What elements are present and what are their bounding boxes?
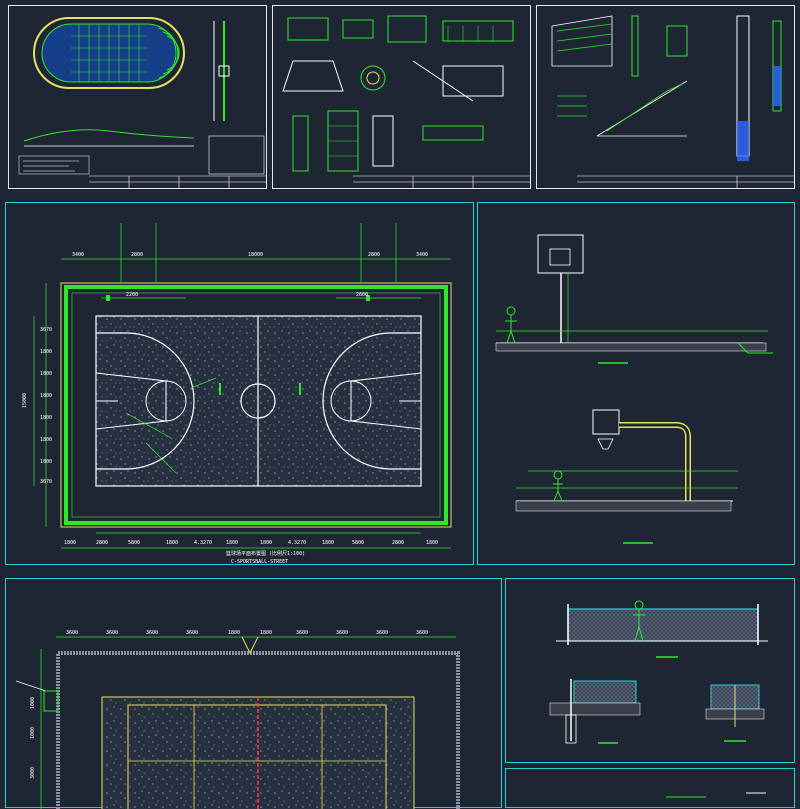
left-dim-6: 1800 bbox=[40, 437, 52, 443]
top-dim-4: 2800 bbox=[368, 252, 380, 258]
bottom-dim-11: 2800 bbox=[392, 540, 404, 546]
bottom-dim-1: 1800 bbox=[64, 540, 76, 546]
top-dim-3: 18000 bbox=[248, 252, 263, 258]
vb-top-dim-8: 3600 bbox=[336, 630, 348, 636]
bottom-dim-9: 1800 bbox=[322, 540, 334, 546]
total-width-dim: 15000 bbox=[22, 393, 28, 408]
vb-top-dim-1: 3600 bbox=[66, 630, 78, 636]
bottom-dim-3: 5800 bbox=[128, 540, 140, 546]
drawing-sheet-stand bbox=[536, 5, 795, 189]
vb-top-dim-10: 3600 bbox=[416, 630, 428, 636]
hoop-elevation-panel bbox=[477, 202, 795, 565]
volleyball-court-plan-panel: 3600 3600 3600 3600 1800 1800 3600 3600 … bbox=[5, 578, 502, 809]
bottom-dim-7: 1800 bbox=[260, 540, 272, 546]
top-dim-1: 3400 bbox=[72, 252, 84, 258]
vb-left-dim-3: 3000 bbox=[30, 767, 36, 779]
vb-top-dim-2: 3600 bbox=[106, 630, 118, 636]
drawing-sheet-details bbox=[272, 5, 531, 189]
track-field-drawing bbox=[18, 17, 267, 189]
bottom-dim-5: 4.3270 bbox=[194, 540, 212, 546]
vb-left-dim-1: 1000 bbox=[30, 697, 36, 709]
plan-caption-line2: C-SPORTSBALL-STREET bbox=[231, 559, 288, 565]
bottom-dim-4: 1800 bbox=[166, 540, 178, 546]
vb-top-dim-9: 3600 bbox=[376, 630, 388, 636]
bottom-dim-6: 1800 bbox=[226, 540, 238, 546]
vb-top-dim-7: 3600 bbox=[296, 630, 308, 636]
bottom-dim-8: 4.3270 bbox=[288, 540, 306, 546]
vb-top-dim-5: 1800 bbox=[228, 630, 240, 636]
sub-dim-1: 2200 bbox=[126, 292, 138, 298]
left-dim-7: 1800 bbox=[40, 459, 52, 465]
vb-top-dim-3: 3600 bbox=[146, 630, 158, 636]
bottom-dim-10: 5800 bbox=[352, 540, 364, 546]
bottom-dim-12: 1800 bbox=[426, 540, 438, 546]
left-dim-4: 1800 bbox=[40, 393, 52, 399]
vb-top-dim-6: 1800 bbox=[260, 630, 272, 636]
net-elevation-drawing bbox=[549, 600, 768, 744]
plan-caption-line1: 篮球场平面布置图 (比例尺1:100) bbox=[226, 550, 305, 557]
vb-top-dim-4: 3600 bbox=[186, 630, 198, 636]
left-dim-5: 1800 bbox=[40, 415, 52, 421]
left-dim-1: 3670 bbox=[40, 327, 52, 333]
vb-left-dim-2: 1000 bbox=[30, 727, 36, 739]
bottom-dim-2: 2800 bbox=[96, 540, 108, 546]
grandstand-details-drawing bbox=[551, 15, 795, 189]
left-dim-3: 1800 bbox=[40, 371, 52, 377]
net-elevation-panel bbox=[505, 578, 795, 763]
drawing-sheet-track bbox=[8, 5, 267, 189]
volleyball-court-plan: 3600 3600 3600 3600 1800 1800 3600 3600 … bbox=[15, 630, 460, 809]
left-dim-2: 1800 bbox=[40, 349, 52, 355]
hoop-elevation-drawing bbox=[495, 234, 773, 544]
sub-dim-2: 2600 bbox=[356, 292, 368, 298]
top-dim-5: 3400 bbox=[416, 252, 428, 258]
basketball-court-plan: 3400 2800 18000 2800 3400 2200 2600 1500… bbox=[22, 223, 452, 565]
extra-detail-drawing bbox=[666, 792, 766, 798]
extra-detail-panel bbox=[505, 768, 795, 808]
top-dim-2: 2800 bbox=[131, 252, 143, 258]
construction-details-drawing bbox=[282, 15, 531, 189]
basketball-court-plan-panel: 3400 2800 18000 2800 3400 2200 2600 1500… bbox=[5, 202, 474, 565]
left-dim-8: 3670 bbox=[40, 479, 52, 485]
